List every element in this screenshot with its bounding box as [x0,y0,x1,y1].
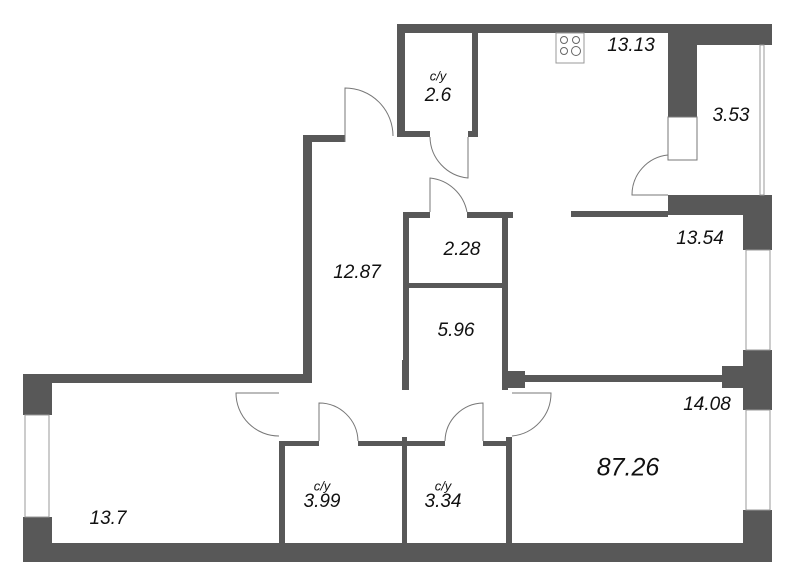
room-area-storage: 2.28 [443,239,481,260]
room-area-wc-top: 2.6 [424,85,452,106]
room-area-balcony: 3.53 [712,105,750,126]
room-type-wc-left: с/у [313,478,331,494]
room-area-wc-left: 3.99 [303,491,341,512]
room-area-kitchen: 13.13 [607,35,655,56]
walls [23,24,772,562]
room-area-wc-right: 3.34 [424,491,462,512]
room-area-right-bottom: 14.08 [683,394,731,415]
total-area: 87.26 [596,453,660,482]
stove-icon [555,32,585,64]
windows [24,44,771,518]
doors [235,87,698,442]
room-type-wc-top: с/у [429,68,447,84]
room-area-closet: 5.96 [437,320,475,341]
room-area-right-top: 13.54 [676,228,724,249]
room-area-hall: 12.87 [333,262,381,283]
room-area-left: 13.7 [89,508,127,529]
room-type-wc-right: с/у [434,478,452,494]
